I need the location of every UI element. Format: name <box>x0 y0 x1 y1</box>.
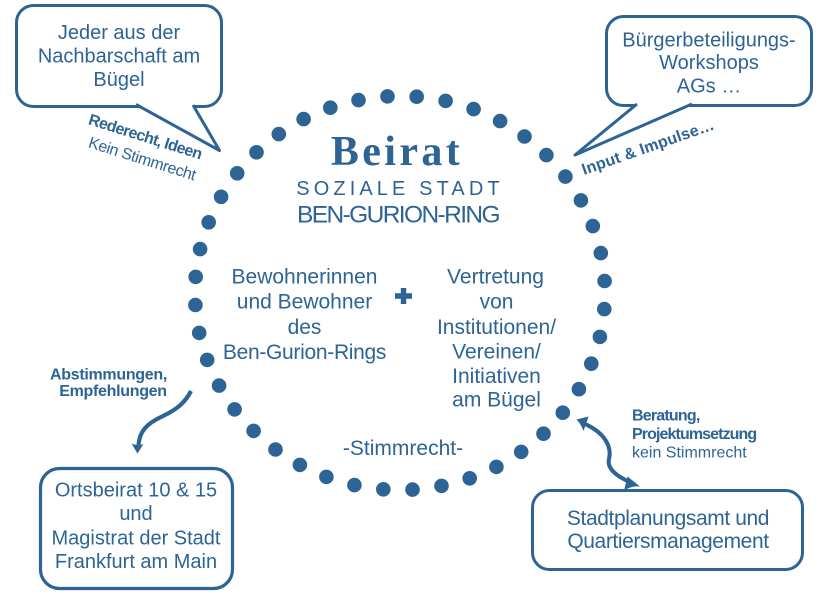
svg-text:Quartiersmanagement: Quartiersmanagement <box>567 530 769 553</box>
svg-text:von: von <box>480 291 514 314</box>
svg-text:Workshops: Workshops <box>659 52 759 74</box>
svg-text:AGs …: AGs … <box>677 76 741 98</box>
svg-text:Bürgerbeteiligungs-: Bürgerbeteiligungs- <box>622 30 795 52</box>
svg-text:und: und <box>119 503 152 525</box>
svg-text:Input & Impulse…: Input & Impulse… <box>580 117 717 179</box>
svg-text:BEN-GURION-RING: BEN-GURION-RING <box>297 202 499 229</box>
svg-text:kein Stimmrecht: kein Stimmrecht <box>632 445 747 462</box>
svg-text:des: des <box>288 316 322 339</box>
svg-text:Vertretung: Vertretung <box>447 266 544 289</box>
svg-text:Jeder aus der: Jeder aus der <box>58 22 181 44</box>
svg-text:am Bügel: am Bügel <box>452 389 541 412</box>
svg-text:Bewohnerinnen: Bewohnerinnen <box>232 266 378 289</box>
svg-text:Institutionen/: Institutionen/ <box>437 316 556 339</box>
svg-text:SOZIALE STADT: SOZIALE STADT <box>296 178 503 200</box>
svg-text:Nachbarschaft am: Nachbarschaft am <box>38 46 200 68</box>
svg-text:Stadtplanungsamt und: Stadtplanungsamt und <box>567 507 769 530</box>
svg-text:Beratung,: Beratung, <box>632 408 700 425</box>
svg-text:Vereinen/: Vereinen/ <box>452 341 541 364</box>
svg-text:Empfehlungen: Empfehlungen <box>59 383 167 400</box>
svg-text:Frankfurt am Main: Frankfurt am Main <box>55 551 217 573</box>
svg-text:Beirat: Beirat <box>331 129 463 175</box>
svg-text:Initiativen: Initiativen <box>452 365 541 388</box>
svg-text:Ortsbeirat 10 & 15: Ortsbeirat 10 & 15 <box>55 480 217 502</box>
svg-text:und Bewohner: und Bewohner <box>237 291 372 314</box>
svg-text:Magistrat der Stadt: Magistrat der Stadt <box>52 528 221 550</box>
svg-text:-Stimmrecht-: -Stimmrecht- <box>343 437 463 460</box>
svg-text:Bügel: Bügel <box>93 69 144 91</box>
svg-text:Abstimmungen,: Abstimmungen, <box>50 367 167 384</box>
svg-text:Projektumsetzung: Projektumsetzung <box>632 426 756 443</box>
svg-text:Ben-Gurion-Rings: Ben-Gurion-Rings <box>223 341 386 364</box>
